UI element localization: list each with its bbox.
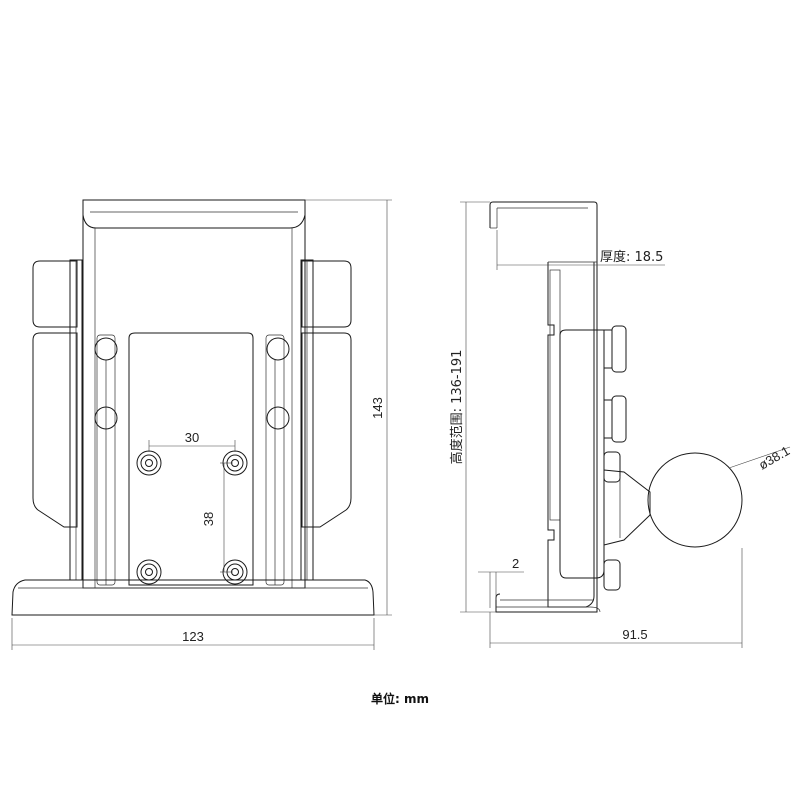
dim-height-range-label: 高度范围: 136-191	[449, 350, 465, 465]
side-base	[496, 606, 601, 613]
front-view: 30 38 123 143	[11, 199, 392, 650]
dim-depth: 91.5	[489, 548, 743, 648]
side-stud-lower	[603, 559, 621, 591]
dim-thickness: 厚度: 18.5	[496, 230, 665, 270]
left-upper-slot-hole	[94, 337, 118, 361]
dim-lip: 2	[478, 556, 524, 608]
side-view: ø38.1 厚度: 18.5 2 高度范围: 136-191 91.5	[449, 201, 792, 648]
dim-ball-diameter: ø38.1	[728, 443, 792, 473]
right-upper-grip-pad	[301, 260, 352, 328]
left-lower-grip-pad	[32, 332, 78, 528]
dim-height-label: 143	[370, 397, 385, 419]
right-lower-grip-pad	[301, 332, 352, 528]
side-knob-upper	[603, 325, 627, 373]
left-upper-grip-pad	[32, 260, 78, 328]
side-top-hook	[489, 201, 598, 262]
dim-ball-diameter-label: ø38.1	[756, 443, 792, 473]
side-body	[495, 262, 598, 613]
dim-thickness-label: 厚度: 18.5	[600, 249, 663, 265]
ball-mount-base	[603, 469, 651, 546]
right-upper-slot-hole	[266, 337, 290, 361]
side-grip-texture	[549, 269, 561, 521]
right-lower-slot-hole	[266, 406, 290, 430]
dim-width: 123	[11, 618, 375, 650]
dim-lip-label: 2	[512, 556, 519, 571]
top-clamp	[82, 199, 306, 229]
side-stud-upper	[603, 451, 621, 483]
mounting-plate	[128, 332, 254, 586]
dim-hole-spacing-v: 38	[201, 462, 233, 573]
mounting-hole-top-left	[136, 450, 162, 476]
dim-depth-label: 91.5	[622, 627, 647, 642]
unit-note: 单位: mm	[371, 692, 429, 706]
dim-height: 143	[305, 199, 392, 616]
dim-width-label: 123	[182, 629, 204, 644]
side-knob-lower	[603, 395, 627, 443]
ball-mount	[647, 452, 743, 548]
dim-hole-spacing-v-label: 38	[201, 512, 216, 526]
dim-height-range: 高度范围: 136-191	[449, 201, 496, 613]
dim-hole-spacing-h: 30	[148, 430, 236, 452]
dim-hole-spacing-h-label: 30	[185, 430, 199, 445]
holder-body	[82, 199, 306, 589]
left-lower-slot-hole	[94, 406, 118, 430]
